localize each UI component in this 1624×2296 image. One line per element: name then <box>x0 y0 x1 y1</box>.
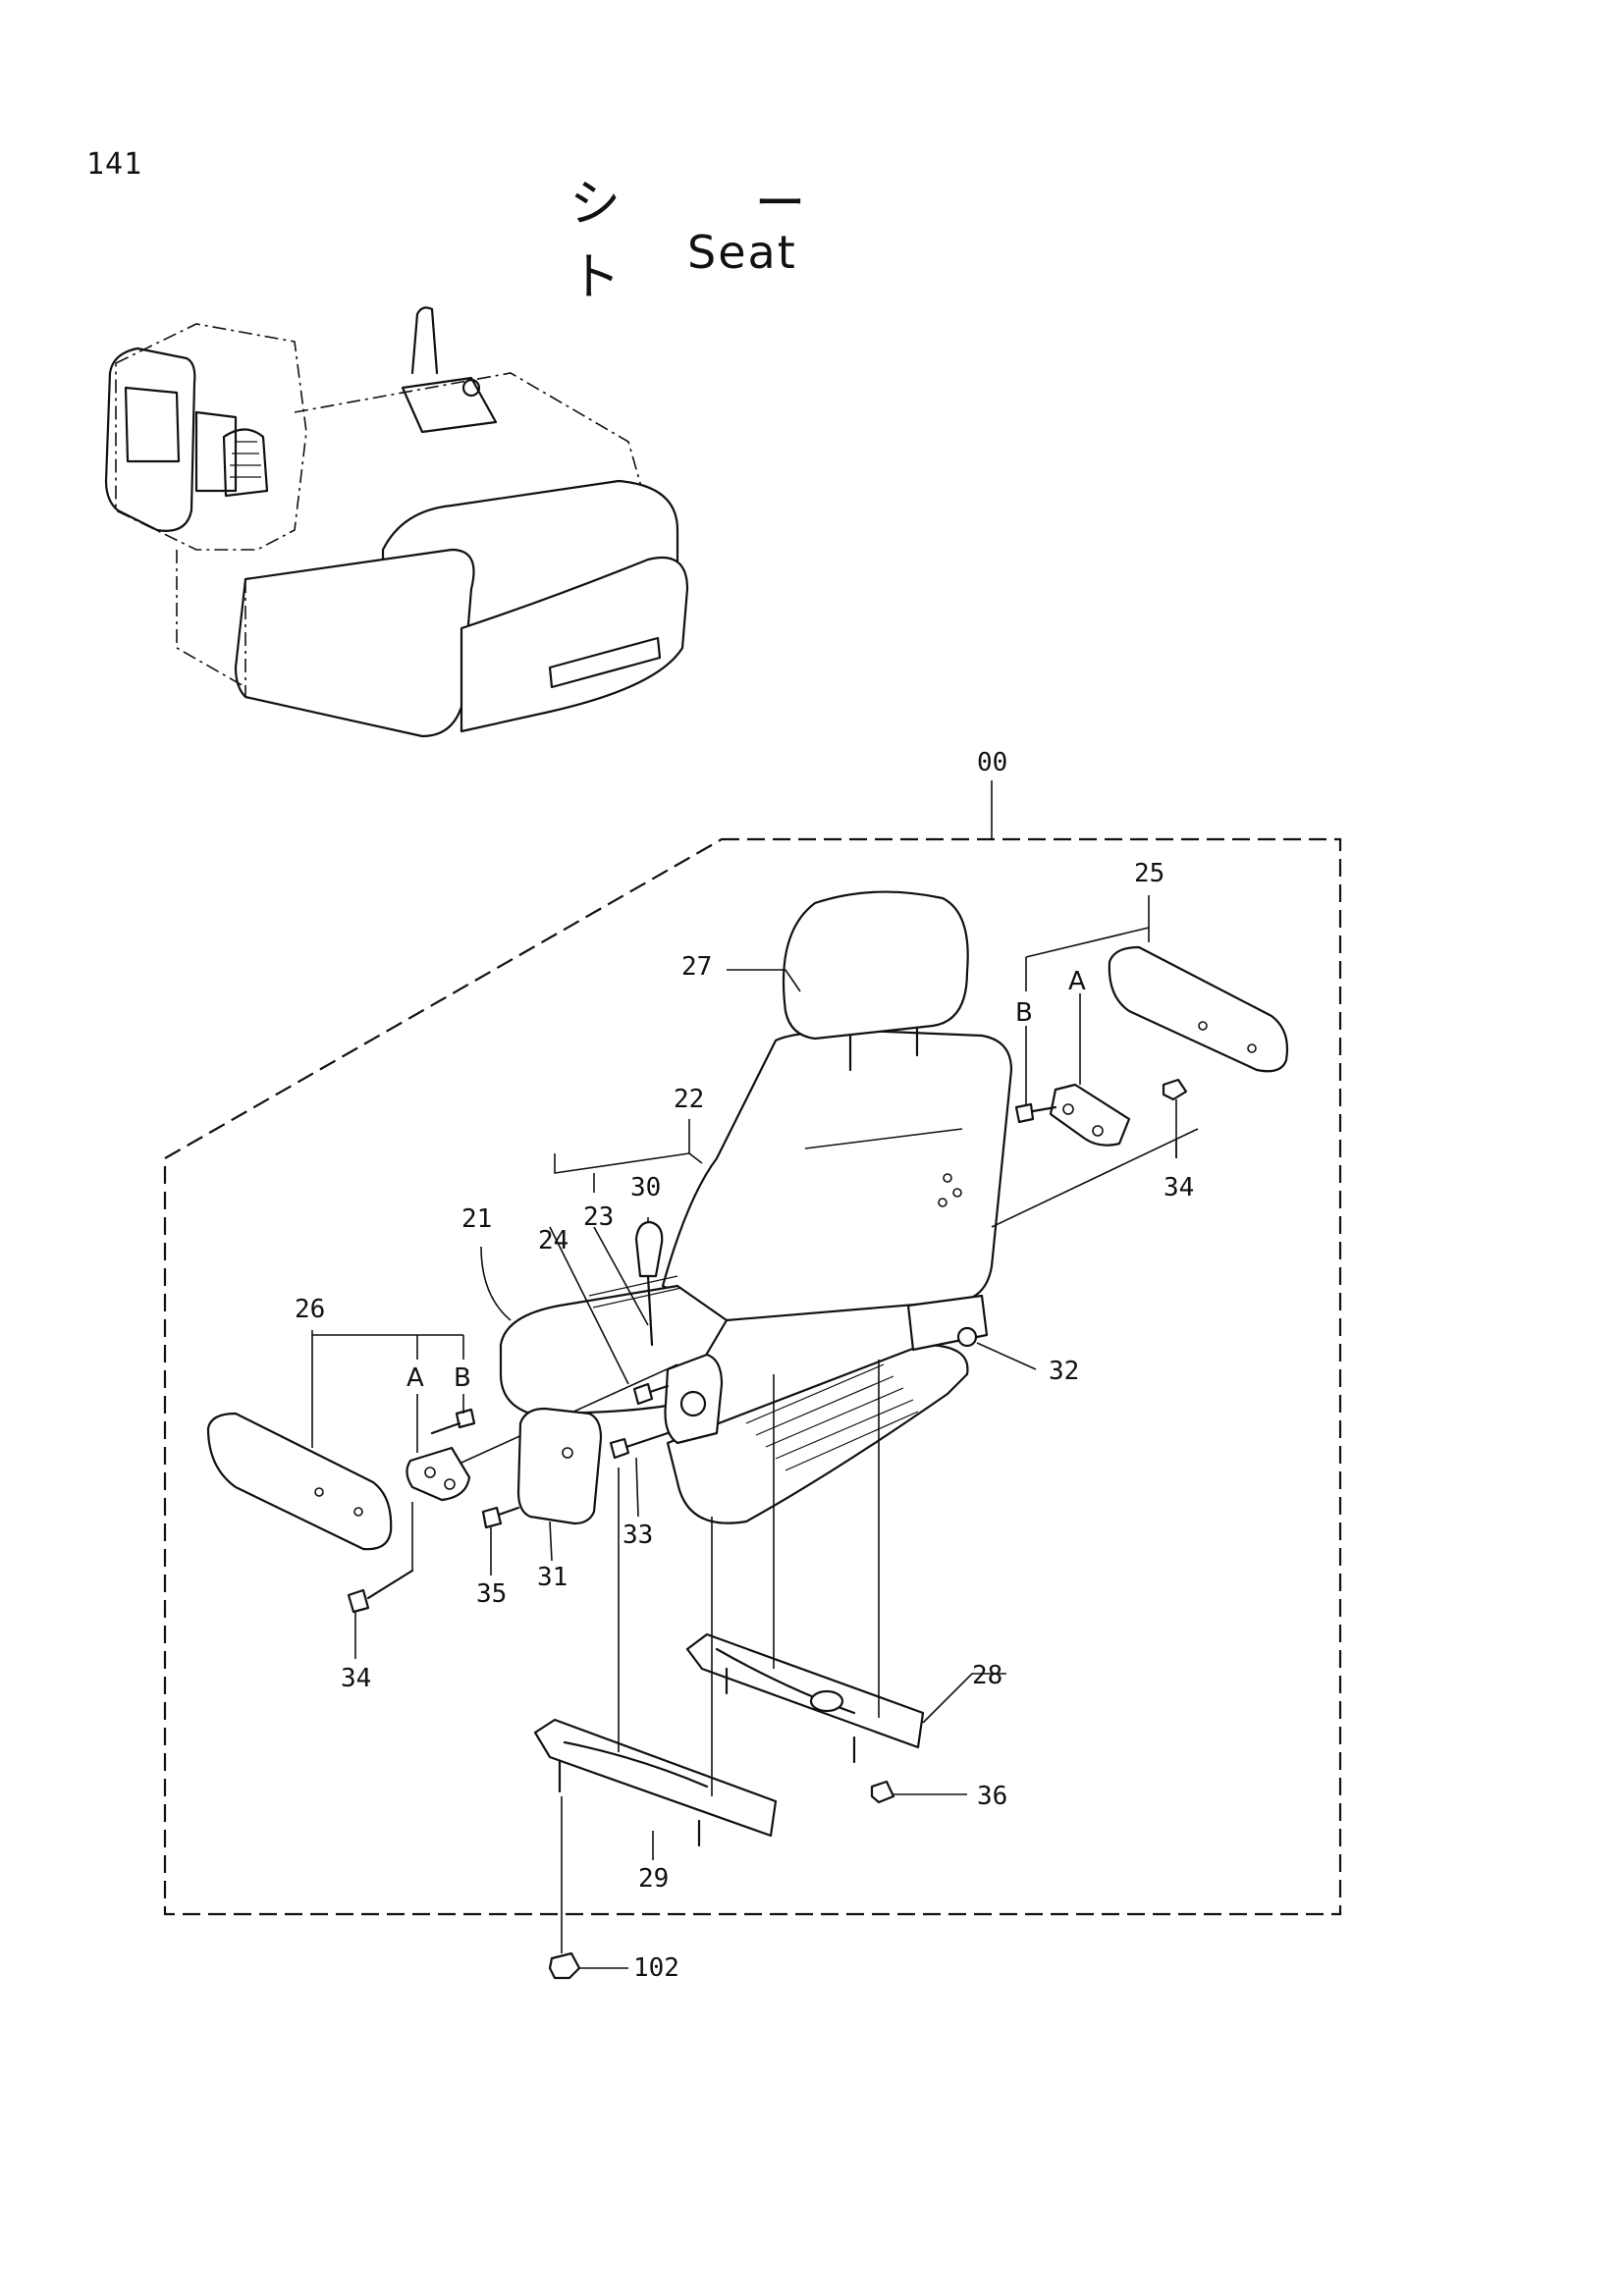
bolt-33 <box>609 1437 630 1460</box>
rear-pocket <box>516 1407 603 1525</box>
label-b-left: B <box>454 1363 471 1393</box>
leader-lines <box>311 895 1177 1969</box>
right-armrest <box>1108 945 1289 1073</box>
bolt-left-34 <box>347 1588 370 1614</box>
headrest <box>782 890 969 1072</box>
bolt-left-b <box>455 1408 476 1429</box>
callout-34-right: 34 <box>1164 1173 1194 1202</box>
callout-29: 29 <box>638 1864 669 1894</box>
callout-23: 23 <box>583 1202 614 1232</box>
label-b-right: B <box>1015 998 1033 1028</box>
callout-24: 24 <box>538 1226 568 1255</box>
callout-30: 30 <box>630 1173 661 1202</box>
nut-right <box>1162 1078 1188 1101</box>
callout-32: 32 <box>1049 1357 1079 1386</box>
recline-lever <box>634 1220 664 1347</box>
bolt-36 <box>870 1780 895 1804</box>
bolt-35 <box>481 1506 503 1529</box>
callout-31: 31 <box>537 1563 568 1592</box>
callout-35: 35 <box>476 1579 507 1609</box>
nut-102 <box>548 1951 581 1980</box>
callout-21: 21 <box>461 1204 492 1234</box>
callout-36: 36 <box>977 1782 1007 1811</box>
label-a-left: A <box>406 1363 424 1393</box>
left-armrest-bracket <box>406 1446 471 1502</box>
label-a-right: A <box>1068 967 1086 996</box>
seat-assembly-boundary <box>163 837 1342 1916</box>
slide-rail-right <box>685 1632 925 1764</box>
callout-28: 28 <box>972 1661 1002 1690</box>
bolt-24 <box>632 1382 654 1406</box>
washer-32 <box>956 1326 978 1348</box>
callout-25: 25 <box>1134 859 1164 888</box>
page-title: Seat <box>687 226 797 279</box>
right-armrest-bracket <box>1049 1083 1131 1147</box>
callout-34-left: 34 <box>341 1664 371 1693</box>
callout-26: 26 <box>295 1295 325 1324</box>
left-armrest <box>206 1412 393 1551</box>
callout-22: 22 <box>674 1085 704 1114</box>
page-title-japanese: シ ー ト <box>569 175 865 307</box>
recline-mechanism-plate <box>664 1353 724 1445</box>
seat-backrest <box>661 1029 1013 1322</box>
page-number: 141 <box>86 147 143 182</box>
slide-rail-left <box>533 1718 778 1847</box>
callout-00: 00 <box>977 748 1007 777</box>
callout-27: 27 <box>681 952 712 982</box>
callout-102: 102 <box>633 1953 679 1983</box>
bolt-right-b <box>1014 1102 1035 1124</box>
callout-33: 33 <box>623 1521 653 1550</box>
excavator-overview <box>104 306 689 738</box>
